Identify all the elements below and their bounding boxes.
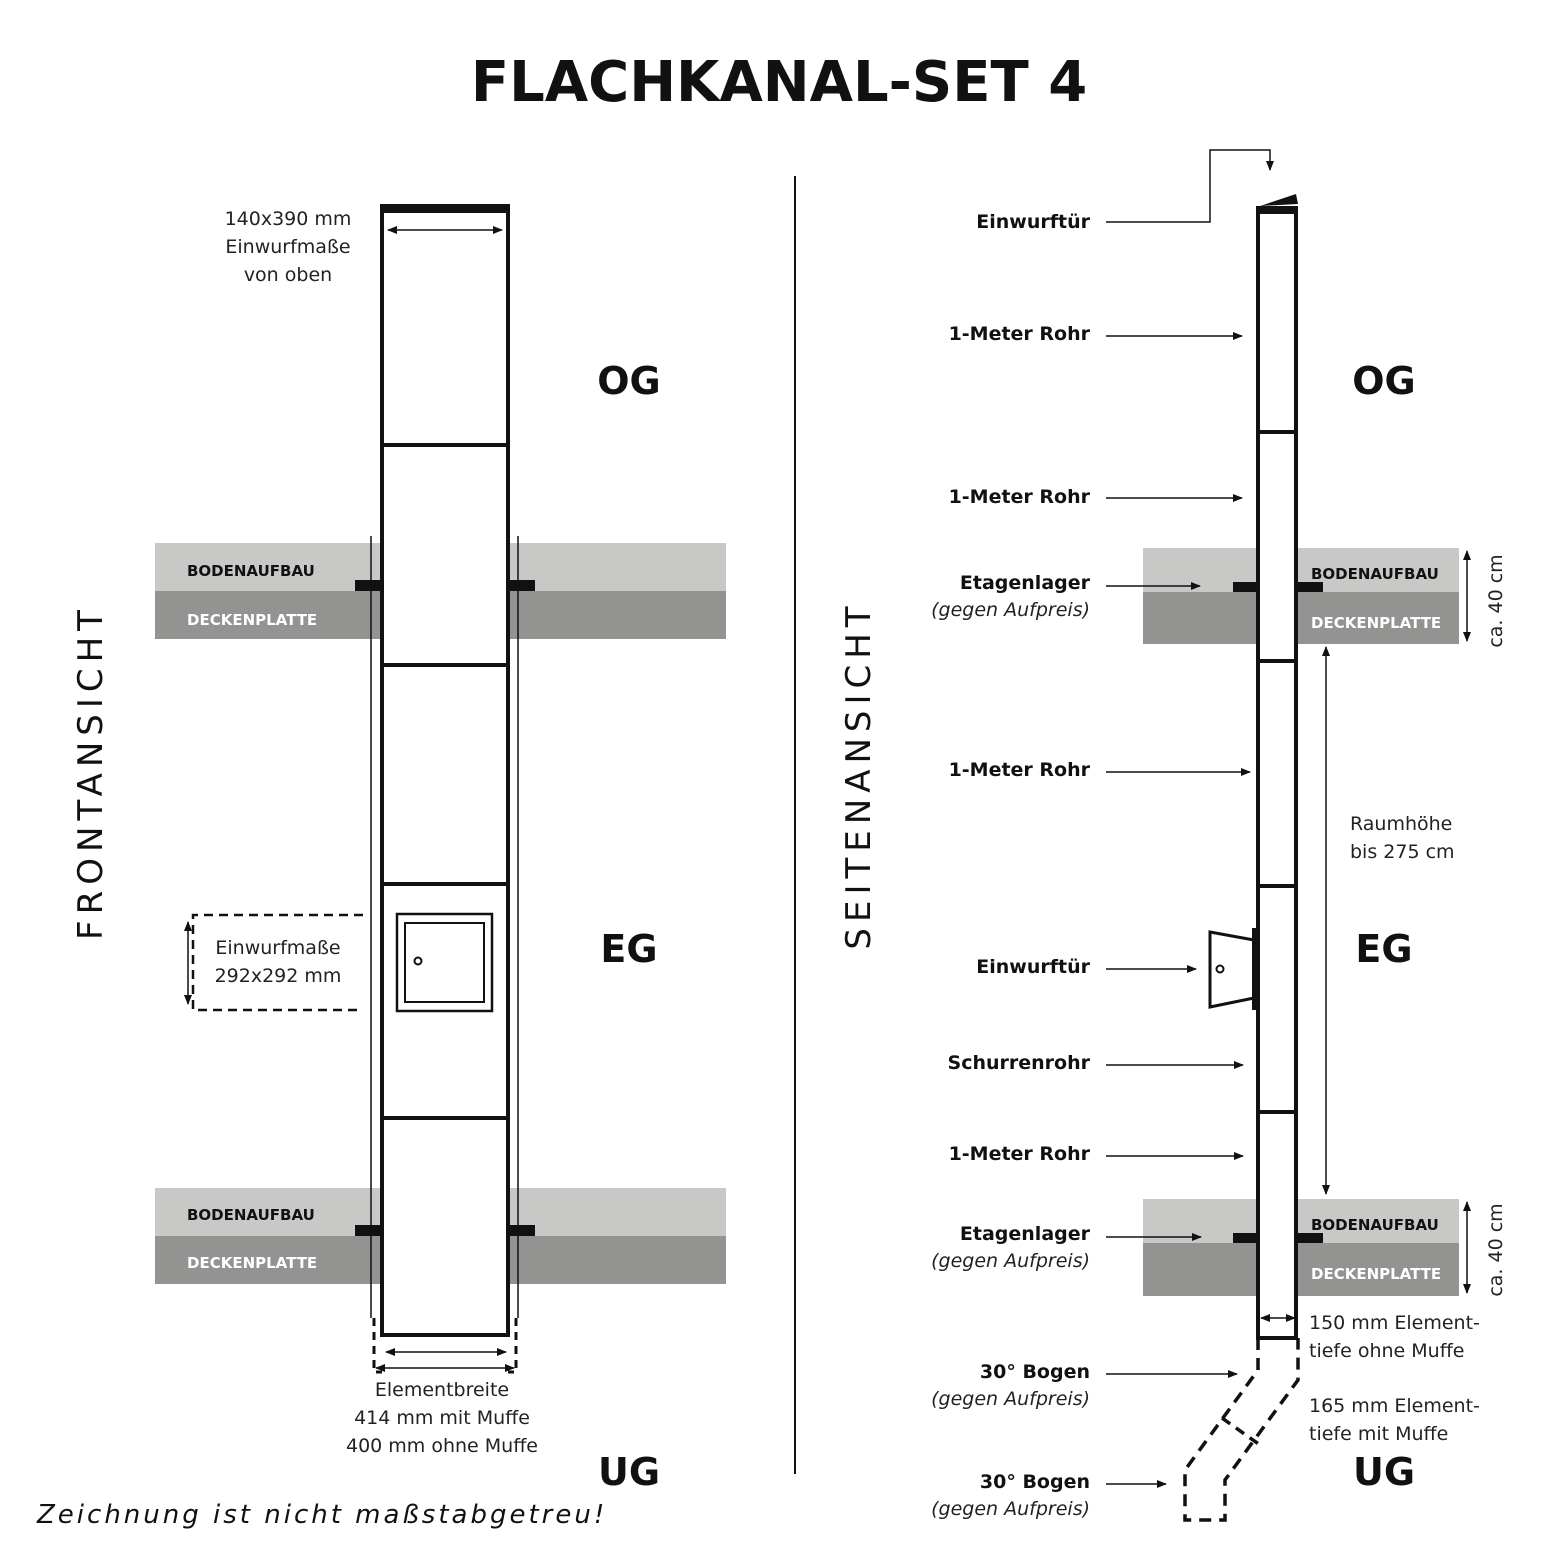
side-bracket [1296,1233,1323,1243]
side-bend-joint [1220,1416,1262,1447]
label-rohr-2: 1-Meter Rohr [949,486,1091,508]
label-etagenlager-1: Etagenlager [960,572,1091,594]
side-top-door-flap [1260,194,1298,206]
front-bracket [508,580,535,591]
front-band-label: BODENAUFBAU [187,1206,315,1224]
label-bogen-1-sub: (gegen Aufpreis) [931,1388,1090,1410]
label-bogen-2-sub: (gegen Aufpreis) [931,1498,1090,1520]
side-depth-note: tiefe ohne Muffe [1309,1340,1465,1362]
front-band-label: DECKENPLATTE [187,1254,317,1272]
front-top-note: Einwurfmaße [225,236,350,258]
side-floor-label-ug: UG [1353,1450,1415,1494]
label-etagenlager-2-sub: (gegen Aufpreis) [931,1250,1090,1272]
label-rohr-3: 1-Meter Rohr [949,759,1091,781]
label-bogen-2: 30° Bogen [980,1471,1090,1493]
front-top-note: 140x390 mm [225,208,352,230]
side-floor-label-og: OG [1352,359,1416,403]
side-shaft [1256,210,1298,1340]
side-view-label: SEITENANSICHT [839,600,879,949]
side-band-label: DECKENPLATTE [1311,614,1441,632]
front-width-note: 414 mm mit Muffe [354,1407,530,1429]
front-door-knob-icon [413,956,423,966]
side-depth-note: tiefe mit Muffe [1309,1423,1448,1445]
label-etagenlager-1-sub: (gegen Aufpreis) [931,599,1090,621]
front-door-frame [395,912,494,1013]
side-slab-height-note: ca. 40 cm [1485,554,1507,647]
front-width-note: 400 mm ohne Muffe [346,1435,538,1457]
side-bend-outline [1183,1338,1300,1522]
side-eg-door-knob-icon [1215,964,1225,974]
front-floor-label-eg: EG [600,927,657,971]
front-door-note: Einwurfmaße [215,937,340,959]
side-room-height-note: bis 275 cm [1350,841,1455,863]
side-band-label: BODENAUFBAU [1311,1216,1439,1234]
side-view: BODENAUFBAU DECKENPLATTE BODENAUFBAU DEC… [839,149,1507,1522]
front-view-label: FRONTANSICHT [71,604,111,940]
leader-einwurftuer-top [1106,149,1274,223]
label-schurrenrohr: Schurrenrohr [948,1052,1091,1074]
side-depth-note: 165 mm Element- [1309,1395,1480,1417]
label-einwurftuer-top: Einwurftür [976,211,1090,233]
footer-disclaimer: Zeichnung ist nicht maßstabgetreu! [36,1500,607,1530]
front-band-label: BODENAUFBAU [187,562,315,580]
side-band-label: DECKENPLATTE [1311,1265,1441,1283]
front-view: BODENAUFBAU DECKENPLATTE BODENAUFBAU DEC… [71,204,726,1494]
side-bracket [1233,1233,1258,1243]
front-width-note: Elementbreite [375,1379,509,1401]
front-top-note: von oben [244,264,332,286]
side-bracket [1233,582,1258,592]
label-rohr-4: 1-Meter Rohr [949,1143,1091,1165]
side-band-label: BODENAUFBAU [1311,565,1439,583]
label-etagenlager-2: Etagenlager [960,1223,1091,1245]
front-shaft [380,206,510,1337]
front-sleeve-dashed [372,1318,382,1374]
front-top-cap [380,204,510,213]
page-title: FLACHKANAL-SET 4 [471,50,1087,115]
front-bracket [355,1225,382,1236]
side-depth-note: 150 mm Element- [1309,1312,1480,1334]
side-ceiling-slab-band-lower [1143,1243,1459,1296]
side-top-door [1256,206,1298,214]
front-bracket [508,1225,535,1236]
front-floor-label-ug: UG [598,1450,660,1494]
label-einwurftuer-eg: Einwurftür [976,956,1090,978]
label-rohr-1: 1-Meter Rohr [949,323,1091,345]
side-ceiling-slab-band-upper [1143,592,1459,644]
front-door-note: 292x292 mm [215,965,342,987]
side-room-height-note: Raumhöhe [1350,813,1452,835]
front-sleeve-dashed [508,1318,518,1374]
front-floor-label-og: OG [597,359,661,403]
front-bracket [355,580,382,591]
side-slab-height-note: ca. 40 cm [1485,1203,1507,1296]
side-bracket [1296,582,1323,592]
front-band-label: DECKENPLATTE [187,611,317,629]
front-door-panel [404,922,485,1003]
label-bogen-1: 30° Bogen [980,1361,1090,1383]
front-door-callout-box [191,913,363,1012]
side-eg-door-plate [1252,928,1260,1010]
side-floor-label-eg: EG [1355,927,1412,971]
